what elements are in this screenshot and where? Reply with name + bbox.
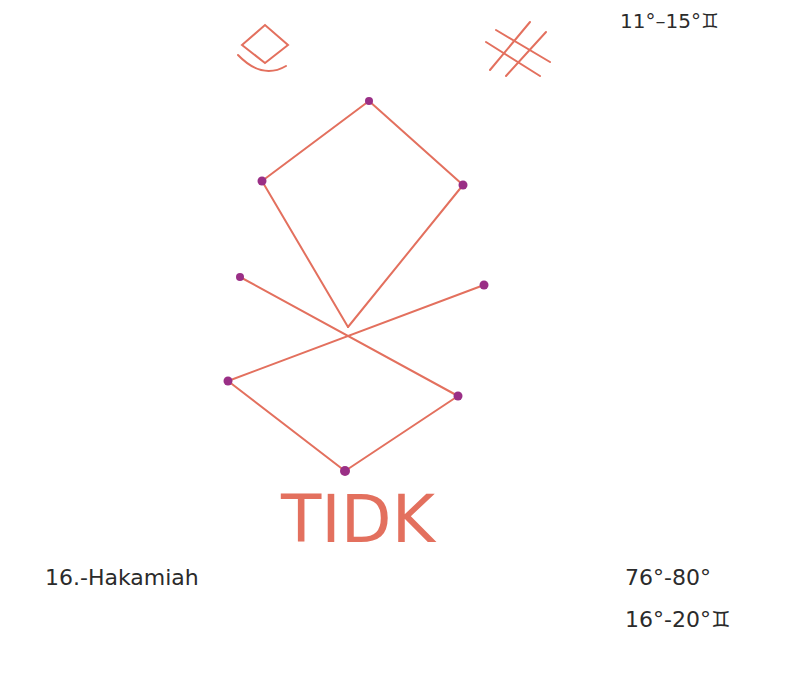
sigil-line (228, 285, 484, 381)
degree-range: 76°-80° (625, 566, 711, 590)
sigil-dot (340, 466, 350, 476)
sigil-dot (365, 97, 373, 105)
sigil-line (348, 185, 463, 327)
sigil-line (228, 381, 345, 471)
degree-range: 11°–15°♊ (620, 10, 719, 32)
sigil-name: TIDK (281, 484, 435, 557)
degree-range: 16°-20°♊ (625, 608, 731, 632)
sigil-dot (454, 392, 463, 401)
sigil-line (369, 101, 463, 185)
angel-name: 16.-Hakamiah (45, 566, 199, 590)
sigil-line (345, 396, 458, 471)
glyph-diamond (242, 25, 288, 63)
sigil-dot (459, 181, 468, 190)
sigil-dot (236, 273, 244, 281)
sigil-dot (258, 177, 267, 186)
sigil-line (262, 101, 369, 181)
sigil-dot (224, 377, 233, 386)
glyph-arc (238, 55, 286, 71)
glyph-stroke (490, 22, 530, 70)
sigil-dot (480, 281, 489, 290)
sigil-line (262, 181, 348, 327)
glyph-stroke (506, 32, 546, 76)
